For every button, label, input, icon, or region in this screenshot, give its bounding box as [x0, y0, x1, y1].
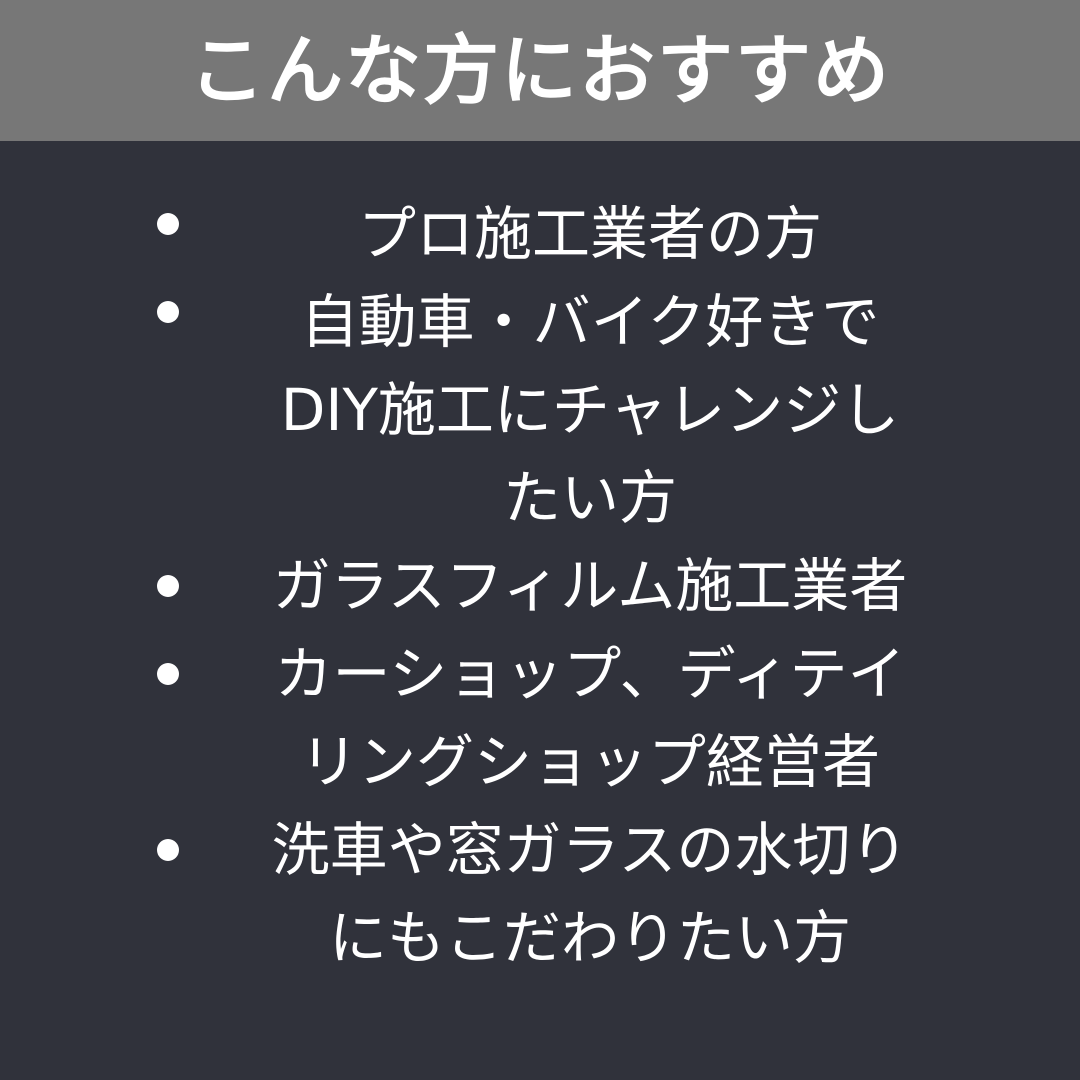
recommendation-list: プロ施工業者の方 自動車・バイク好きで DIY施工にチャレンジし たい方 ガラス… — [0, 190, 1080, 982]
bullet-icon — [157, 301, 179, 323]
list-item: ガラスフィルム施工業者 — [0, 542, 1080, 630]
list-item: 洗車や窓ガラスの水切り にもこだわりたい方 — [0, 806, 1080, 982]
bullet-icon — [157, 839, 179, 861]
page-title: こんな方におすすめ — [189, 25, 891, 115]
bullet-icon — [157, 663, 179, 685]
list-item: カーショップ、ディテイ リングショップ経営者 — [0, 630, 1080, 806]
list-item: 自動車・バイク好きで DIY施工にチャレンジし たい方 — [0, 278, 1080, 542]
header-bar: こんな方におすすめ — [0, 0, 1080, 141]
list-item-text: 自動車・バイク好きで DIY施工にチャレンジし たい方 — [280, 288, 900, 532]
list-item-text: プロ施工業者の方 — [357, 200, 822, 268]
list-item-text: カーショップ、ディテイ リングショップ経営者 — [274, 640, 906, 796]
list-item-text: ガラスフィルム施工業者 — [272, 552, 908, 620]
bullet-icon — [157, 213, 179, 235]
list-item: プロ施工業者の方 — [0, 190, 1080, 278]
bullet-icon — [157, 575, 179, 597]
list-item-text: 洗車や窓ガラスの水切り にもこだわりたい方 — [271, 816, 909, 972]
